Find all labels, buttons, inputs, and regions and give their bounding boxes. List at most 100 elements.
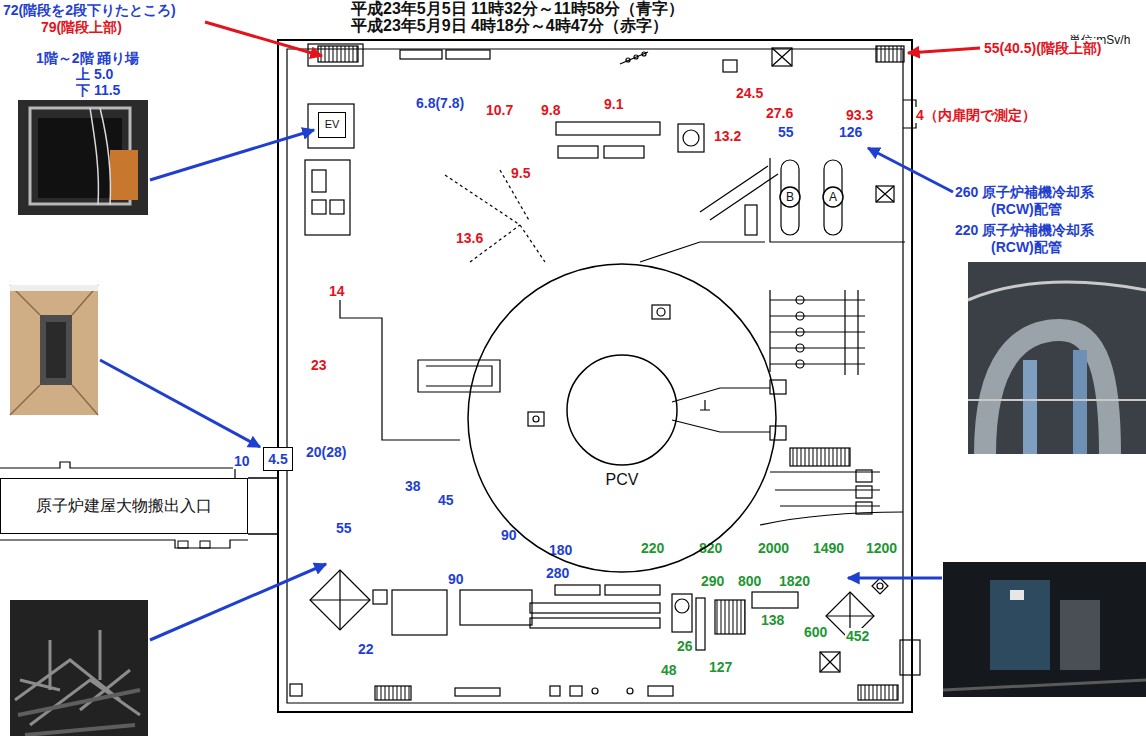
equipment xyxy=(634,55,638,59)
dose-value: 14 xyxy=(328,283,346,299)
photo xyxy=(10,600,148,736)
equipment xyxy=(640,242,765,262)
dose-value: 220 xyxy=(640,540,665,556)
equipment xyxy=(796,328,804,336)
equipment xyxy=(876,186,894,202)
equipment xyxy=(876,46,904,62)
equipment xyxy=(555,585,600,595)
building-wall xyxy=(278,40,912,712)
dose-value: 55 xyxy=(335,520,353,536)
equipment xyxy=(446,50,490,59)
leader-arrow xyxy=(100,22,980,640)
equipment xyxy=(683,130,699,146)
equipment xyxy=(675,599,689,613)
photo xyxy=(968,262,1146,454)
photo xyxy=(10,285,98,415)
building-wall xyxy=(900,640,920,675)
equipment xyxy=(648,686,673,696)
dose-value: 20(28) xyxy=(305,444,347,460)
equipment xyxy=(772,48,792,66)
tank-circle-outline xyxy=(823,187,843,207)
callout-note: 220 原子炉補機冷却系 (RCW)配管 xyxy=(955,222,1132,256)
equipment xyxy=(530,603,660,613)
leader-arrow xyxy=(150,130,314,180)
equipment xyxy=(858,685,898,700)
photo xyxy=(943,562,1146,697)
equipment xyxy=(796,344,804,352)
pcv-circle-outline xyxy=(467,263,777,573)
equipment xyxy=(445,170,545,262)
equipment xyxy=(290,44,905,700)
photo xyxy=(10,285,98,415)
equipment xyxy=(375,686,411,700)
leader-arrow xyxy=(150,564,326,640)
dose-value: 9.8 xyxy=(540,102,561,118)
equipment xyxy=(592,688,598,694)
equipment xyxy=(373,590,387,604)
dose-value: 1820 xyxy=(778,573,811,589)
equipment xyxy=(672,594,692,632)
equipment xyxy=(770,158,905,242)
leader-arrow xyxy=(868,148,953,192)
photo xyxy=(943,562,1146,697)
equipment xyxy=(556,122,660,135)
building-wall xyxy=(0,540,248,548)
equipment xyxy=(620,52,648,64)
equipment xyxy=(760,512,903,525)
dose-value: 1200 xyxy=(865,540,898,556)
equipment xyxy=(820,652,840,672)
building-wall xyxy=(287,49,903,703)
equipment xyxy=(642,52,646,56)
photo xyxy=(10,600,148,736)
node-text: B xyxy=(779,190,801,204)
equipment xyxy=(796,360,804,368)
photo xyxy=(40,315,72,385)
dose-value: 600 xyxy=(803,624,828,640)
dose-value: 10 xyxy=(233,453,251,469)
title-date: 平成23年5月5日 11時32分～11時58分（青字） xyxy=(350,0,685,18)
entrance-box: 原子炉建屋大物搬出入口 xyxy=(0,478,248,534)
dose-value: 290 xyxy=(700,573,725,589)
tank-circle: B xyxy=(779,186,801,208)
tank-circle-outline xyxy=(780,187,800,207)
photo xyxy=(1010,590,1024,600)
equipment xyxy=(770,472,880,506)
callout-note: 72(階段を2段下りたところ) xyxy=(2,2,177,18)
building-wall xyxy=(248,478,278,534)
dose-value: 27.6 xyxy=(765,105,794,121)
equipment xyxy=(330,200,344,214)
node-text: A xyxy=(822,190,844,204)
dose-value: 22 xyxy=(357,641,375,657)
photo xyxy=(18,100,148,215)
photo xyxy=(968,399,1146,401)
equipment xyxy=(530,618,660,628)
elevator-box: EV xyxy=(318,112,346,138)
leader-arrow xyxy=(848,577,942,580)
equipment xyxy=(605,585,660,595)
equipment xyxy=(290,684,302,696)
equipment xyxy=(426,366,492,386)
building-wall xyxy=(0,40,920,712)
equipment xyxy=(856,470,872,482)
equipment xyxy=(877,583,883,589)
callout-note: 79(階段上部) xyxy=(40,19,123,35)
dose-value: 9.5 xyxy=(510,165,531,181)
dose-value: 126 xyxy=(838,124,863,140)
dose-value: 93.3 xyxy=(845,107,874,123)
node-text: 4.5 xyxy=(268,451,287,468)
equipment xyxy=(550,686,560,696)
equipment xyxy=(700,166,778,220)
equipment xyxy=(672,388,770,432)
equipment xyxy=(308,104,354,148)
dose-value: 2000 xyxy=(757,540,790,556)
dose-value: 90 xyxy=(447,571,465,587)
equipment xyxy=(772,48,792,66)
photo xyxy=(943,680,1146,690)
photo xyxy=(110,150,138,200)
dose-value: 127 xyxy=(708,659,733,675)
equipment xyxy=(400,50,442,59)
equipment xyxy=(696,598,705,650)
equipment xyxy=(820,652,840,672)
equipment xyxy=(418,360,500,392)
callout-note: 4（内扉閉で測定） xyxy=(915,107,1037,123)
